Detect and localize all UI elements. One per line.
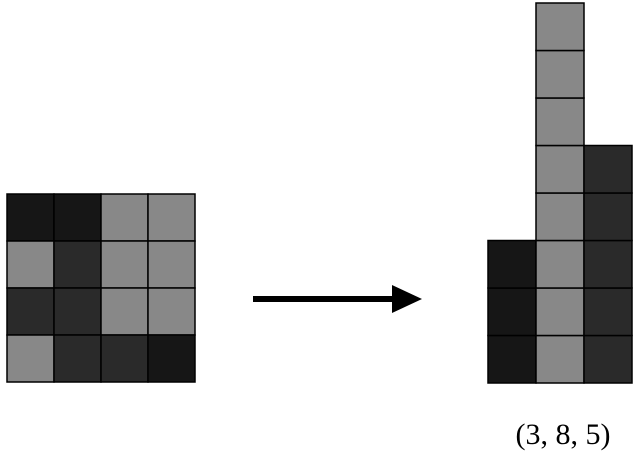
arrow-head bbox=[392, 285, 422, 313]
grid-cell-r3-c3 bbox=[147, 334, 196, 383]
histogram-block-col2-4 bbox=[583, 144, 633, 194]
histogram-block-col2-0 bbox=[583, 334, 633, 384]
histogram-block-col2-3 bbox=[583, 192, 633, 242]
grid-cell-r1-c0 bbox=[6, 240, 55, 289]
grid-cell-r0-c3 bbox=[147, 193, 196, 242]
grid-cell-r2-c3 bbox=[147, 287, 196, 336]
histogram-block-col2-2 bbox=[583, 239, 633, 289]
histogram-stacks bbox=[487, 2, 633, 384]
histogram-block-col0-2 bbox=[487, 239, 537, 289]
grid-cell-r0-c2 bbox=[100, 193, 149, 242]
grid-cell-r2-c1 bbox=[53, 287, 102, 336]
grid-cell-r2-c2 bbox=[100, 287, 149, 336]
grid-cell-r2-c0 bbox=[6, 287, 55, 336]
histogram-counts-caption: (3, 8, 5) bbox=[515, 418, 611, 451]
grid-cell-r0-c1 bbox=[53, 193, 102, 242]
transform-arrow bbox=[253, 285, 422, 313]
histogram-block-col1-7 bbox=[535, 2, 585, 52]
histogram-block-col1-2 bbox=[535, 239, 585, 289]
histogram-block-col0-1 bbox=[487, 287, 537, 337]
histogram-block-col0-0 bbox=[487, 334, 537, 384]
grid-cell-r3-c0 bbox=[6, 334, 55, 383]
grid-cell-r1-c2 bbox=[100, 240, 149, 289]
grid-cell-r3-c1 bbox=[53, 334, 102, 383]
grid-cell-r0-c0 bbox=[6, 193, 55, 242]
histogram-block-col1-5 bbox=[535, 97, 585, 147]
grid-cell-r3-c2 bbox=[100, 334, 149, 383]
histogram-block-col2-1 bbox=[583, 287, 633, 337]
histogram-block-col1-6 bbox=[535, 49, 585, 99]
input-pixel-grid bbox=[6, 193, 196, 383]
histogram-block-col1-3 bbox=[535, 192, 585, 242]
histogram-block-col1-1 bbox=[535, 287, 585, 337]
grid-cell-r1-c1 bbox=[53, 240, 102, 289]
histogram-block-col1-4 bbox=[535, 144, 585, 194]
grid-cell-r1-c3 bbox=[147, 240, 196, 289]
histogram-block-col1-0 bbox=[535, 334, 585, 384]
